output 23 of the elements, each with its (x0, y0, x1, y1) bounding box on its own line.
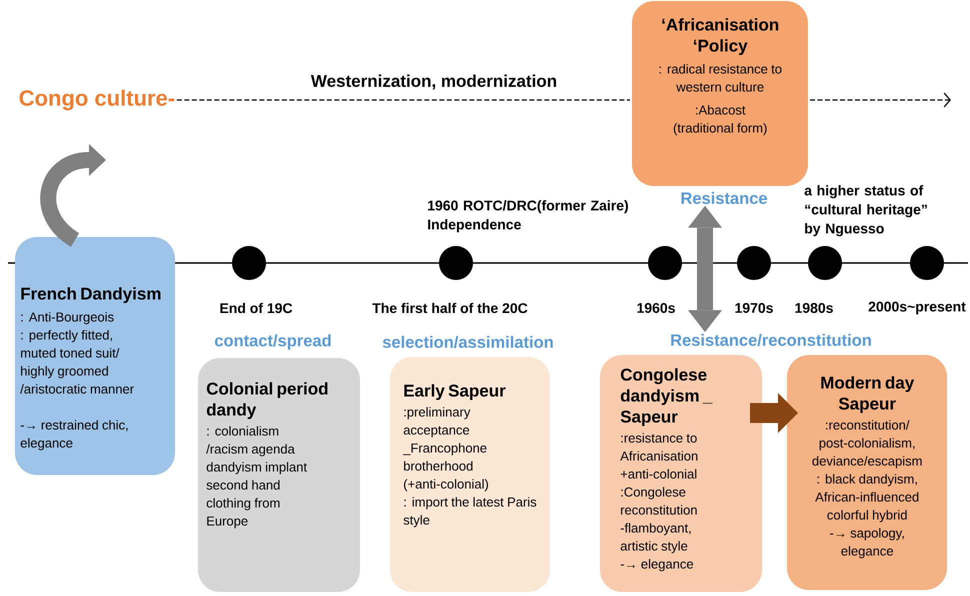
stage-box: Colonial period dandy : colonialism /racism agenda dandyism implant second hand clothing from Europe (198, 358, 360, 592)
stage-box: French Dandyism : Anti-Bourgeois : perfectly fitted, muted toned suit/ highly groomed /aristocratic manner -→ restrained chic, elegance (15, 236, 175, 475)
date-label: End of 19C (220, 302, 292, 314)
culture-label: Congo culture- (20, 90, 174, 110)
policy-box: ‘Africanisation ‘Policy : radical resistance to western culture :Abacost (traditional form) (632, 1, 808, 186)
phase-label: contact/spread (214, 334, 331, 350)
date-label: 1980s (795, 303, 833, 313)
date-label: The first half of the 20C (372, 302, 528, 314)
phase-label: selection/assimilation (382, 336, 553, 348)
event-label: 1960 ROTC/DRC(former Zaire) Independence (428, 200, 628, 232)
dashed-arrow (176, 92, 951, 108)
block-arrow (750, 392, 798, 433)
date-label: 2000s~present (868, 302, 966, 314)
phase-label: Resistance (682, 192, 767, 204)
stage-box: Modern day Sapeur :reconstitution/ post-colonialism, deviance/escapism : black dandyism, African-influenced colorful hybrid -→ sapology, elegance (787, 354, 947, 590)
date-label: 1960s (637, 303, 675, 313)
phase-label: Resistance/reconstitution (671, 334, 871, 346)
event-label: a higher status of “cultural heritage” by Nguesso (804, 185, 927, 236)
stage-box: Early Sapeur :preliminary acceptance _Francophone brotherhood (+anti-colonial) : import the latest Paris style (390, 356, 550, 592)
stage-box: Congolese dandyism _ Sapeur :resistance to Africanisation +anti-colonial :Congolese reconstitution -flamboyant, artistic style -→ elegance (600, 354, 762, 592)
date-label: 1970s (735, 303, 773, 313)
double-arrow (688, 206, 722, 332)
edge-label: Westernization, modernization (310, 74, 556, 90)
